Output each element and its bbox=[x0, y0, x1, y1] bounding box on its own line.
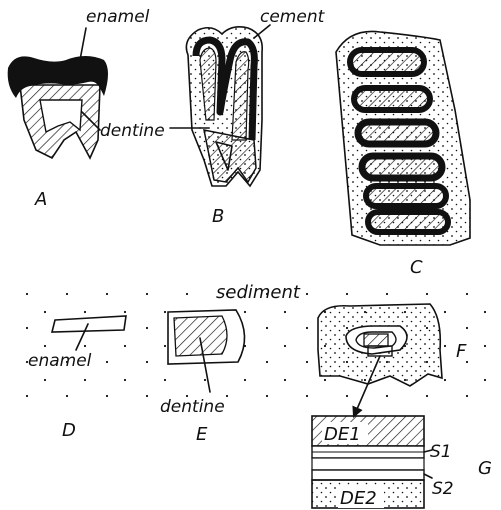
panel-a-letter: A bbox=[34, 189, 47, 210]
panel-g-letter: G bbox=[478, 458, 492, 479]
plates-c bbox=[336, 31, 470, 245]
s2-pointer bbox=[424, 474, 432, 478]
enamel-d-label: enamel bbox=[28, 351, 92, 371]
de1-label: DE1 bbox=[324, 424, 361, 445]
tooth-a bbox=[8, 56, 108, 158]
panel-b-letter: B bbox=[212, 206, 224, 227]
plate-c-2 bbox=[354, 88, 430, 110]
panel-d-letter: D bbox=[62, 420, 76, 441]
s1-label: S1 bbox=[430, 442, 452, 462]
nodule-f-hatched-core bbox=[364, 334, 388, 346]
sediment-label: sediment bbox=[216, 282, 301, 303]
cement-b-label: cement bbox=[260, 7, 326, 27]
plate-c-6 bbox=[368, 212, 448, 232]
dentine-fragment-e bbox=[168, 310, 245, 364]
de2-label: DE2 bbox=[340, 488, 377, 509]
dentine-e-label: dentine bbox=[160, 397, 225, 417]
enamel-a-label: enamel bbox=[86, 7, 150, 27]
enamel-a-pointer bbox=[80, 28, 86, 60]
panel-e-letter: E bbox=[196, 424, 208, 445]
dentine-a-label: dentine bbox=[100, 121, 165, 141]
nodule-f bbox=[318, 304, 442, 386]
plate-c-1 bbox=[350, 50, 424, 74]
panel-c-letter: C bbox=[410, 257, 423, 278]
plate-c-3 bbox=[358, 122, 436, 144]
s2-label: S2 bbox=[432, 479, 454, 499]
layer-mid bbox=[312, 458, 424, 470]
dentine-e-core bbox=[174, 316, 227, 356]
tooth-b bbox=[186, 27, 262, 186]
plate-c-5 bbox=[366, 186, 446, 206]
plate-c-4 bbox=[362, 156, 442, 178]
panel-f-letter: F bbox=[456, 341, 467, 362]
layer-s2 bbox=[312, 470, 424, 480]
